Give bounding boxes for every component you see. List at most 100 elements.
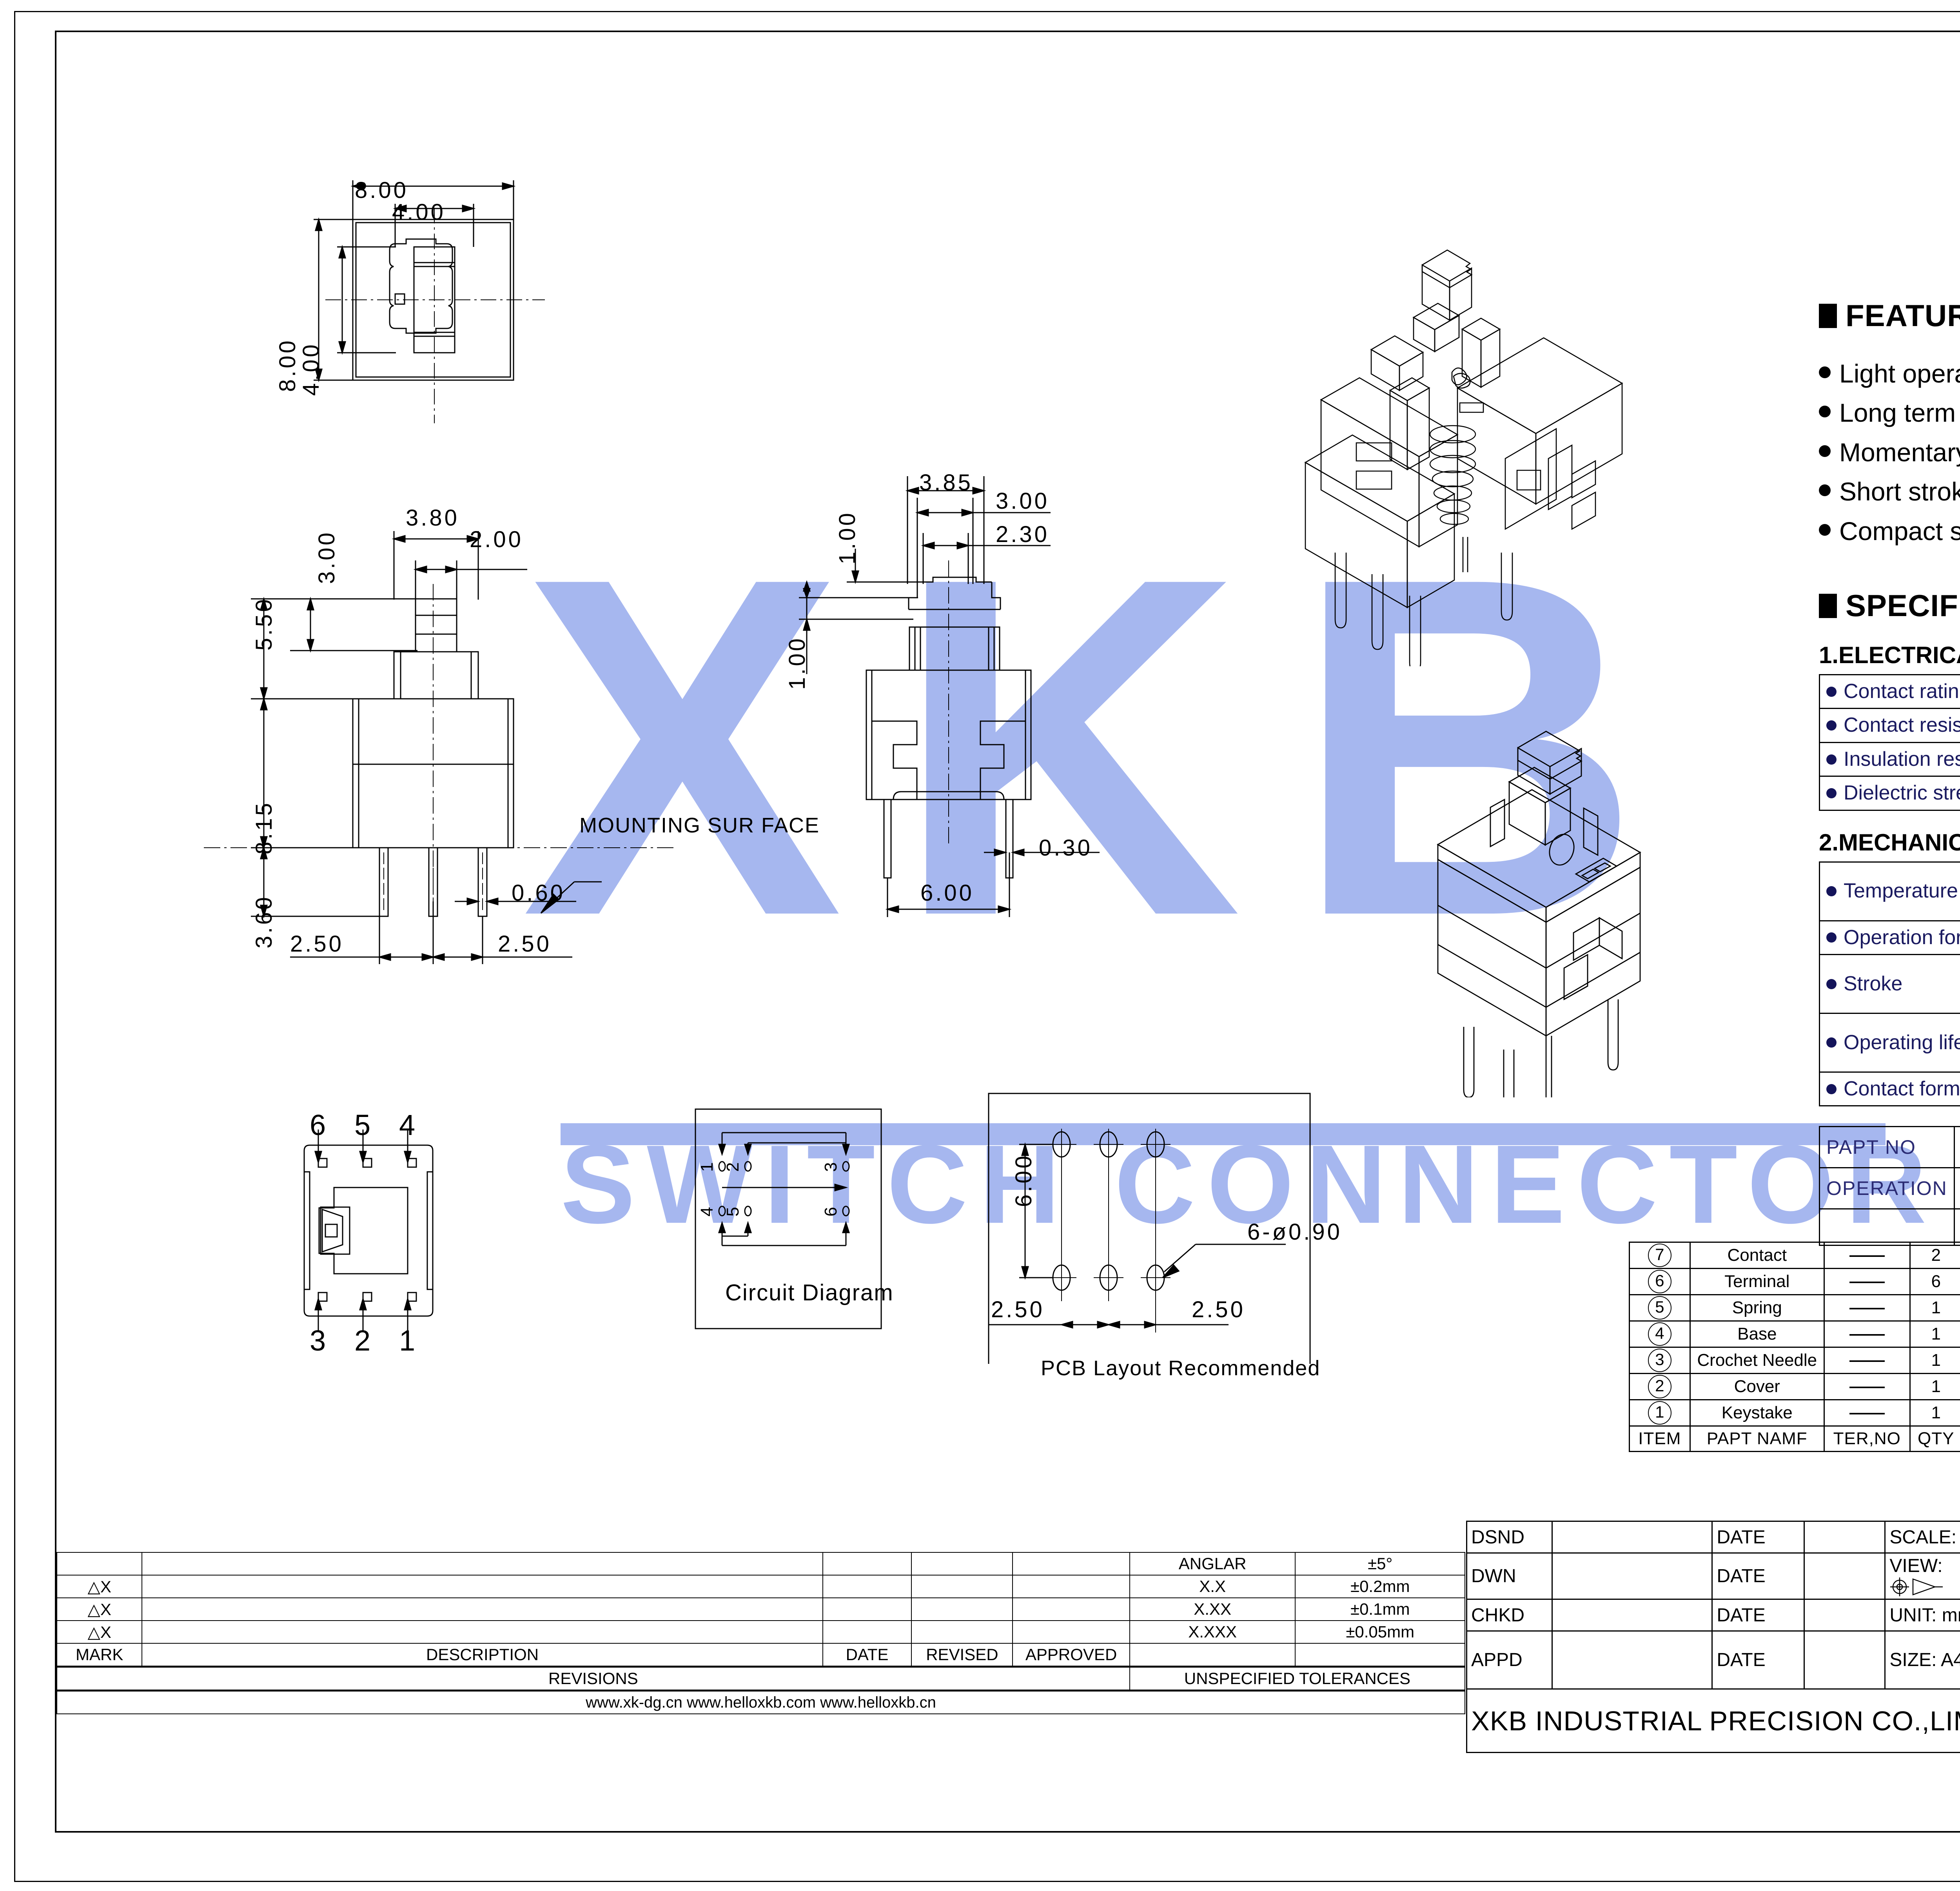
spec-label-cell: Contact rating (1819, 674, 1960, 709)
operation-value: W:NO LOCK Z:LOCK (1953, 1167, 1960, 1210)
spec-label: Operation force (1844, 926, 1960, 949)
dot-bullet-icon (1826, 720, 1837, 731)
appd-date-value (1804, 1630, 1886, 1690)
specifications-heading-row: SPECIFICATIONS (1819, 588, 1960, 624)
table-row: Operating life full load: 1x10⁴ cycles n… (1819, 1012, 1960, 1073)
dsnd-date-label: DATE (1711, 1521, 1805, 1554)
dot-bullet-icon (1819, 524, 1831, 536)
unspecified-tolerances-label: UNSPECIFIED TOLERANCES (1129, 1666, 1466, 1691)
tolerance-value: ±0.05mm (1295, 1620, 1465, 1644)
dim-side-pin-span: 6.00 (920, 880, 974, 906)
features-heading: FEATURES (1846, 298, 1960, 333)
bom-terno (1823, 1347, 1911, 1374)
tolerance-value: ±5° (1295, 1552, 1465, 1576)
chkd-date-label: DATE (1711, 1599, 1805, 1632)
dwn-label: DWN (1466, 1552, 1553, 1600)
isometric-assembly-view (1437, 731, 1641, 1097)
view-label: VIEW: (1889, 1556, 1943, 1576)
dot-bullet-icon (1826, 932, 1837, 943)
bom-qty: 1 (1909, 1294, 1960, 1322)
dim-pcb-vertical-pitch: 6.00 (1011, 1153, 1036, 1207)
table-row: DSND DATE SCALE: N/A MODEL TYPE: KEY SWI… (1466, 1521, 1960, 1554)
dash-icon (1849, 1360, 1885, 1362)
dwn-date-value (1804, 1552, 1886, 1600)
spec-label: Operating life (1844, 1031, 1960, 1054)
circuit-diagram-drawing: 1 2 3 4 5 6 (695, 1108, 882, 1329)
table-row: 4 Base 1 Pbt (1629, 1320, 1960, 1348)
dot-bullet-icon (1826, 1084, 1837, 1094)
dot-bullet-icon (1819, 366, 1831, 378)
bottom-view-drawing (303, 1130, 434, 1332)
table-header-row: ITEM PAPT NAMF TER,NO QTY MATERIAL FINIS… (1629, 1425, 1960, 1452)
table-row: www.xk-dg.cn www.helloxkb.com www.hellox… (56, 1690, 1465, 1714)
table-row: Temperature rating Operating: -15℃ to +5… (1819, 861, 1960, 921)
table-row: APPD DATE SIZE: A4 DWG NO.: XKB8080-X (1466, 1630, 1960, 1690)
rev-description (142, 1620, 823, 1644)
dim-top-width-outer: 8.00 (355, 178, 408, 203)
dash-icon (1849, 1282, 1885, 1284)
rev-revised (911, 1552, 1013, 1576)
table-header-row: MARK DESCRIPTION DATE REVISED APPROVED (56, 1643, 1465, 1667)
svg-text:6: 6 (821, 1207, 840, 1217)
sheet-outer-border (14, 11, 1960, 1882)
features-list: Light operating force. Long term low con… (1819, 356, 1960, 548)
third-angle-projection-icon (1890, 1577, 1943, 1596)
bom-terno (1823, 1399, 1911, 1427)
spec-label-cell: Operating life (1819, 1012, 1960, 1073)
table-row: ANGLAR ±5° (56, 1552, 1465, 1576)
table-row: XKB INDUSTRIAL PRECISION CO.,LIMITED WEI… (1466, 1688, 1960, 1753)
svg-text:1: 1 (697, 1162, 717, 1172)
bom-qty: 1 (1909, 1347, 1960, 1374)
bom-terno (1823, 1242, 1911, 1269)
tolerance-value: ±0.2mm (1295, 1575, 1465, 1598)
dim-side-step1: 1.00 (835, 511, 860, 564)
bom-item: 4 (1629, 1320, 1691, 1348)
dot-bullet-icon (1826, 979, 1837, 989)
dim-front-pitch-left: 2.50 (290, 931, 344, 957)
feature-text: Compact spacing on PCB of 8.0mm. (1839, 516, 1960, 546)
table-row: REVISIONS UNSPECIFIED TOLERANCES (56, 1666, 1466, 1691)
view-info-cell: VIEW: (1884, 1552, 1960, 1600)
dim-front-pin-length: 3.60 (251, 895, 277, 948)
chkd-date-value (1804, 1599, 1886, 1632)
mechanical-subheading: 2.MECHANICAL AND ENVIRONMENTAL (1819, 829, 1960, 856)
dot-bullet-icon (1826, 686, 1837, 697)
pcb-hole-callout: 6-ø0.90 (1247, 1219, 1342, 1245)
dim-side-pin-thickness: 0.30 (1039, 835, 1093, 861)
electrical-subheading: 1.ELECTRICAL (1819, 642, 1960, 668)
circled-number-icon: 1 (1648, 1401, 1671, 1425)
dim-front-pin-width: 0.60 (512, 880, 565, 906)
list-item: Momentary or latching operation. (1819, 435, 1960, 470)
feature-text: Short stroke 2.0mm to latch. (1839, 477, 1960, 506)
unit-info: UNIT: mm (1884, 1599, 1960, 1632)
feature-text: Long term low contact resistance. (1839, 398, 1960, 428)
dash-icon (1849, 1334, 1885, 1336)
dim-side-step2: 1.00 (784, 636, 810, 690)
sheet-inner-border (55, 31, 1960, 1833)
bottom-view-pin-1: 1 (399, 1324, 416, 1357)
table-row: Contact form DPDT (1819, 1071, 1960, 1107)
dsnd-date-value (1804, 1521, 1886, 1554)
side-view-drawing (799, 476, 1100, 917)
rev-date (822, 1597, 912, 1621)
rev-date (822, 1575, 912, 1598)
bom-header-name: PAPT NAMF (1689, 1425, 1825, 1452)
mechanical-spec-table: Temperature rating Operating: -15℃ to +5… (1819, 861, 1960, 1107)
table-row: Dielectric strength 250VAC Min. for 60 s… (1819, 776, 1960, 811)
rev-approved (1012, 1620, 1130, 1644)
circled-number-icon: 4 (1648, 1322, 1671, 1346)
bom-terno (1823, 1294, 1911, 1322)
square-bullet-icon (1819, 303, 1837, 328)
dot-bullet-icon (1819, 484, 1831, 497)
bom-item: 1 (1629, 1399, 1691, 1427)
features-heading-row: FEATURES (1819, 298, 1960, 334)
spec-label: Stroke (1844, 972, 1903, 995)
table-row: 7 Contact 2 Phosphor bronze Plating silv… (1629, 1242, 1960, 1269)
empty-label (1819, 1208, 1955, 1246)
table-row: 5 Spring 1 Sus Natural (1629, 1294, 1960, 1322)
rev-mark: △X (56, 1597, 143, 1621)
table-row: CHKD DATE UNIT: mm PART NO.: (1466, 1599, 1960, 1632)
spec-label: Insulation resistance (1844, 747, 1960, 771)
size-info: SIZE: A4 (1884, 1630, 1960, 1690)
